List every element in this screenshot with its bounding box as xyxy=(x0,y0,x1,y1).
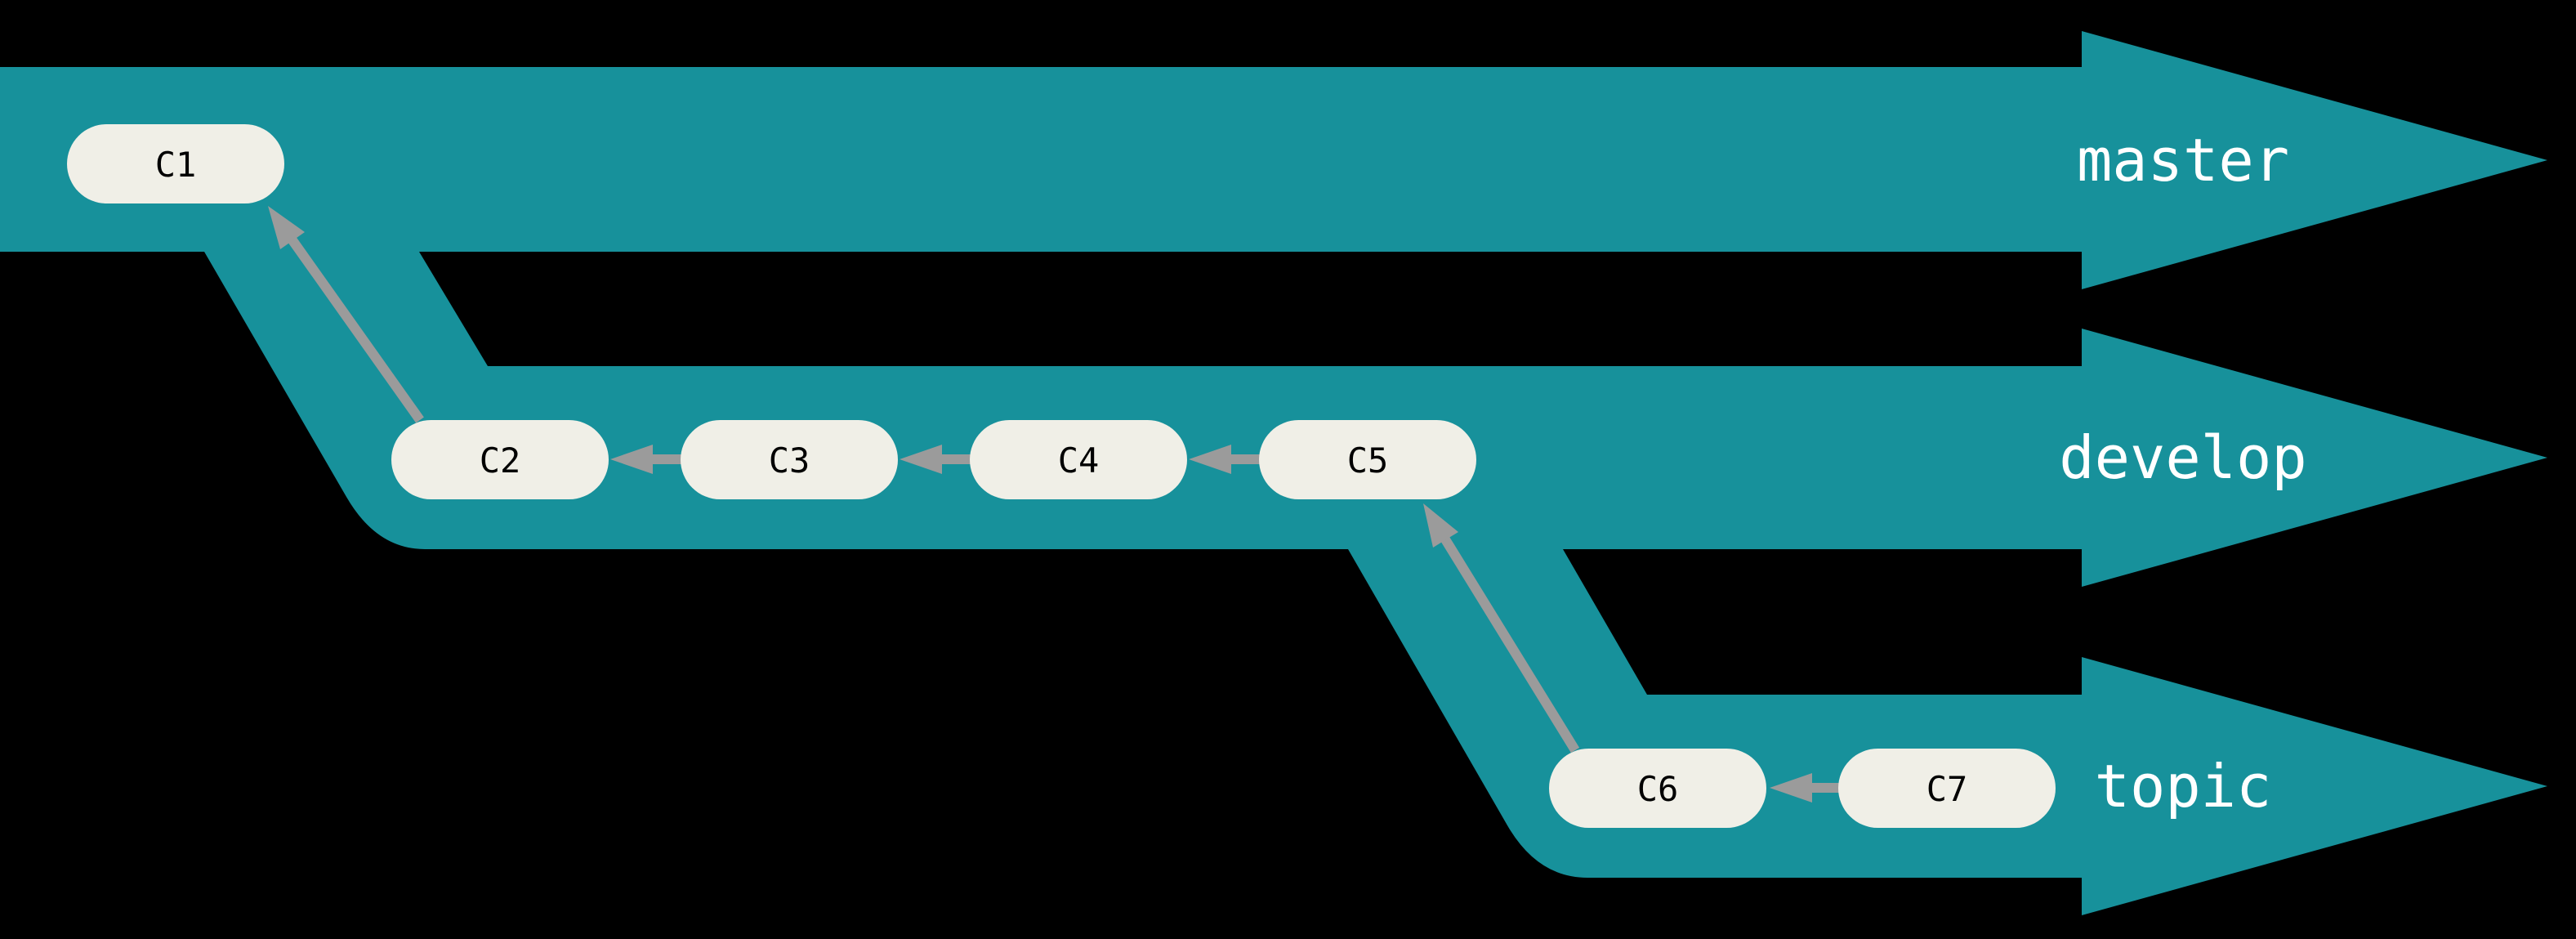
arrowhead-icon xyxy=(1423,503,1458,548)
arrow-shaft xyxy=(288,237,424,423)
branch-label-topic: topic xyxy=(2095,752,2272,821)
commit-node-c5: C5 xyxy=(1259,420,1476,499)
commit-pill xyxy=(1549,749,1766,828)
arrowhead-icon xyxy=(610,445,653,474)
arrowhead-icon xyxy=(1189,445,1231,474)
master-branch-arrowhead xyxy=(2082,31,2547,289)
commit-pill xyxy=(1838,749,2056,828)
parent-arrows xyxy=(268,206,1840,803)
branch-lane-develop xyxy=(204,252,2547,587)
commit-label: C6 xyxy=(1637,769,1679,809)
parent-arrow-c5-c4 xyxy=(1189,445,1260,474)
commit-label: C2 xyxy=(480,440,521,481)
parent-arrow-c7-c6 xyxy=(1770,773,1840,803)
commit-pill xyxy=(391,420,609,499)
commit-label: C7 xyxy=(1926,769,1968,809)
commit-node-c4: C4 xyxy=(970,420,1187,499)
parent-arrow-c4-c3 xyxy=(900,445,971,474)
commit-node-c1: C1 xyxy=(67,124,284,203)
topic-branch-arrowhead xyxy=(2082,657,2547,915)
commit-label: C5 xyxy=(1347,440,1389,481)
arrowhead-icon xyxy=(268,206,305,249)
arrow-shaft xyxy=(1440,536,1580,753)
commit-label: C1 xyxy=(155,145,197,185)
commit-node-c6: C6 xyxy=(1549,749,1766,828)
branch-labels: master develop topic xyxy=(2059,126,2306,821)
master-branch-band xyxy=(0,67,2082,252)
commit-nodes: C1 C2 C3 C4 C5 C6 C7 xyxy=(67,124,2056,828)
develop-branch-band xyxy=(204,252,2082,549)
branch-label-develop: develop xyxy=(2059,423,2306,492)
parent-arrow-c3-c2 xyxy=(610,445,681,474)
arrowhead-icon xyxy=(900,445,942,474)
arrowhead-icon xyxy=(1770,773,1812,803)
parent-arrow-c6-c5 xyxy=(1423,503,1580,753)
branch-label-master: master xyxy=(2077,126,2289,195)
commit-pill xyxy=(970,420,1187,499)
parent-arrow-c2-c1 xyxy=(268,206,424,423)
commit-label: C4 xyxy=(1058,440,1100,481)
commit-pill xyxy=(681,420,898,499)
commit-pill xyxy=(67,124,284,203)
develop-branch-arrowhead xyxy=(2082,329,2547,587)
commit-node-c2: C2 xyxy=(391,420,609,499)
commit-node-c7: C7 xyxy=(1838,749,2056,828)
commit-pill xyxy=(1259,420,1476,499)
commit-label: C3 xyxy=(769,440,810,481)
branch-lane-master xyxy=(0,31,2547,289)
commit-node-c3: C3 xyxy=(681,420,898,499)
